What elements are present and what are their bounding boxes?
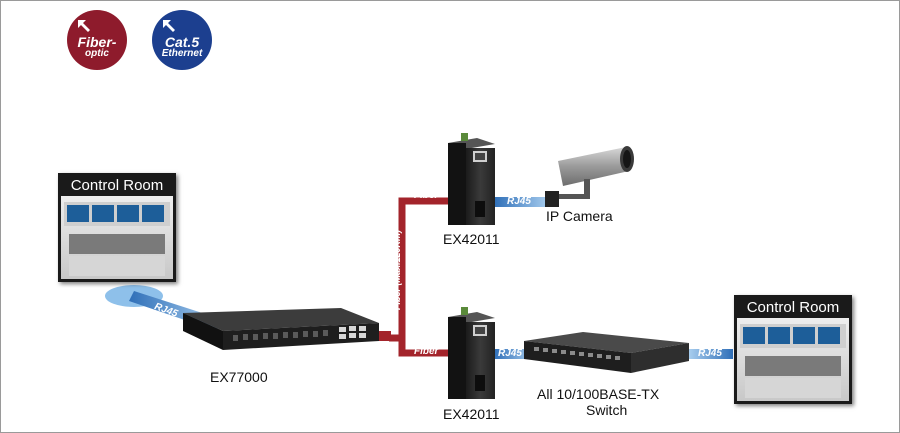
ethernet-cable-right (689, 349, 733, 359)
arrow-icon (78, 20, 90, 32)
legend-cat5-line1: Cat.5 (164, 34, 200, 50)
rj45-camera-label: RJ45 (507, 196, 531, 207)
ethernet-cable-camera (494, 197, 549, 207)
fiber-bottom-label: Fiber (414, 346, 439, 357)
ethernet-cable-switch (494, 349, 534, 359)
fiber-top-label: Fiber (414, 190, 439, 201)
arrow-icon (163, 20, 175, 32)
ex42011-bottom-device (448, 307, 495, 399)
ex42011-top-label: EX42011 (443, 231, 500, 247)
control-room-right-title: Control Room (746, 299, 840, 316)
switch-label-line2: Switch (586, 402, 628, 418)
cat5-ethernet-legend-badge: Cat.5 Ethernet (152, 10, 212, 70)
control-room-image (737, 318, 849, 401)
rj45-right-label: RJ45 (698, 348, 722, 359)
ip-camera-label: IP Camera (546, 208, 613, 224)
control-room-left-title: Control Room (70, 177, 164, 194)
ip-camera-device (545, 146, 634, 207)
legend-fiber-line2: optic (85, 48, 109, 59)
control-room-left: Control Room (58, 173, 176, 282)
switch-device (524, 332, 689, 373)
legend-cat5-line2: Ethernet (161, 48, 203, 59)
fiber-optic-legend-badge: Fiber- optic (67, 10, 127, 70)
rj45-switch-label: RJ45 (498, 348, 522, 359)
ex77000-device (183, 308, 379, 350)
control-room-right: Control Room (734, 295, 852, 404)
ex42011-bottom-label: EX42011 (443, 406, 500, 422)
legend-fiber-line1: Fiber- (77, 34, 117, 50)
ex77000-label: EX77000 (210, 369, 268, 385)
switch-label-line1: All 10/100BASE-TX (537, 386, 660, 402)
fiber-main-label: Fiber (Max.120Km) (392, 229, 403, 311)
ex42011-top-device (448, 133, 495, 225)
control-room-image (61, 196, 173, 279)
